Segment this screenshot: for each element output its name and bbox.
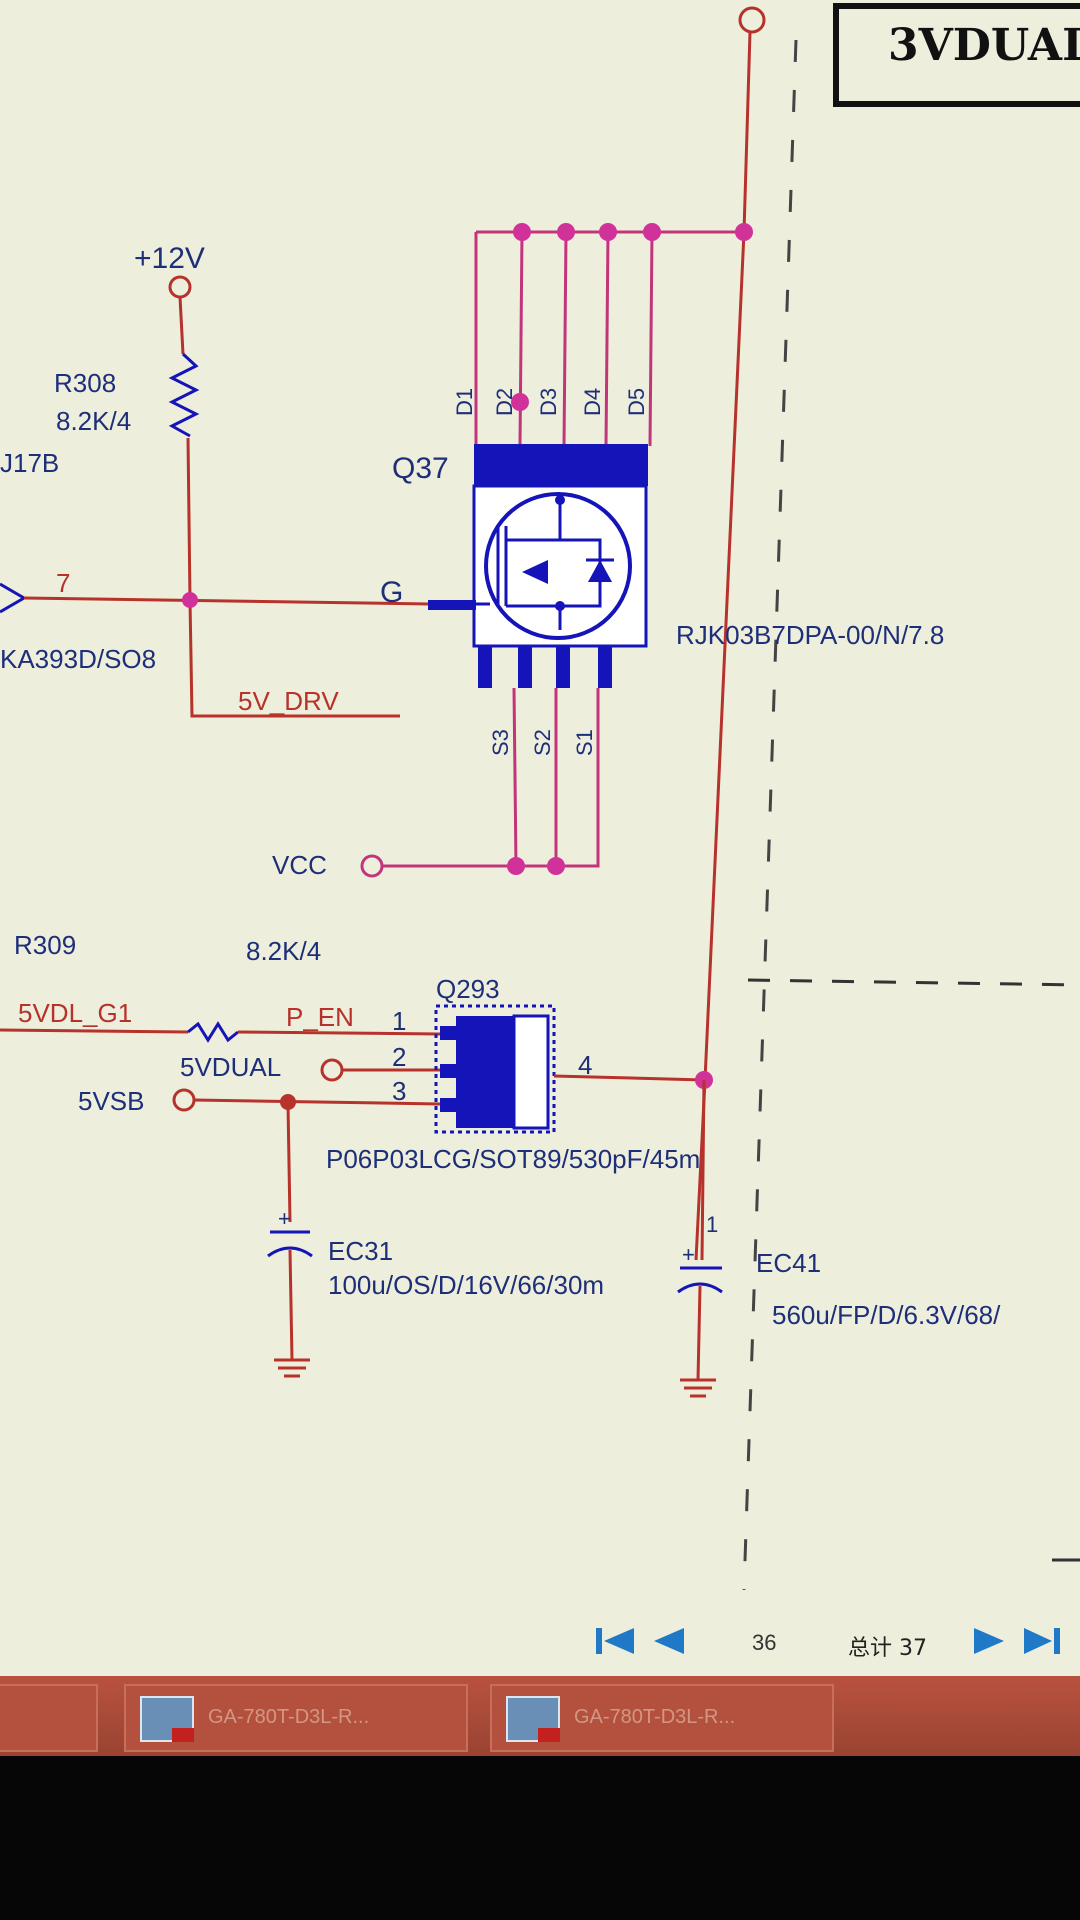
mosfet-q37[interactable]: D1 D2 D3 D4 D5 Q37 RJK03B7DPA-00/N/7.8 S… bbox=[392, 223, 944, 868]
q293-pin-3: 3 bbox=[392, 1076, 406, 1106]
net-label-5vdual: 5VDUAL bbox=[180, 1052, 281, 1082]
ec41-pin-1: 1 bbox=[706, 1212, 718, 1237]
q37-pin-s2: S2 bbox=[530, 729, 555, 756]
q37-pin-d4: D4 bbox=[580, 388, 605, 416]
previous-page-icon[interactable] bbox=[648, 1624, 692, 1658]
sheet-title: 3VDUAL bbox=[888, 20, 1080, 71]
q293-pin-1: 1 bbox=[392, 1006, 406, 1036]
ec41-value: 560u/FP/D/6.3V/68/ bbox=[772, 1300, 1001, 1330]
q37-part: RJK03B7DPA-00/N/7.8 bbox=[676, 620, 944, 650]
ec31-polarity: + bbox=[278, 1206, 291, 1231]
r308-value: 8.2K/4 bbox=[56, 406, 131, 436]
ec41-polarity: + bbox=[682, 1242, 695, 1267]
net-label-p-en: P_EN bbox=[286, 1002, 354, 1032]
q293-ref: Q293 bbox=[436, 974, 500, 1004]
junction-gate bbox=[182, 592, 198, 608]
ec31-value: 100u/OS/D/16V/66/30m bbox=[328, 1270, 604, 1300]
q37-pin-d3: D3 bbox=[536, 388, 561, 416]
taskbar-button-pdf-2[interactable]: GA-780T-D3L-R... bbox=[490, 1684, 834, 1752]
q37-pin-d2: D2 bbox=[492, 388, 517, 416]
net-connector-5vsb[interactable] bbox=[172, 1088, 196, 1112]
q37-pin-d5: D5 bbox=[624, 388, 649, 416]
net-5vdl-g1: 5VDL_G1 P_EN bbox=[0, 998, 441, 1043]
next-page-icon[interactable] bbox=[966, 1624, 1010, 1658]
net-label-12v: +12V bbox=[134, 242, 205, 275]
page-number[interactable]: 36 bbox=[752, 1630, 777, 1655]
page-total: 总计 37 bbox=[848, 1636, 927, 1661]
capacitor-ec31[interactable]: + EC31 100u/OS/D/16V/66/30m bbox=[267, 1103, 604, 1378]
q293-part: P06P03LCG/SOT89/530pF/45m bbox=[326, 1144, 700, 1174]
resistor-r309[interactable] bbox=[187, 1021, 239, 1043]
net-label-vcc: VCC bbox=[272, 850, 327, 880]
resistor-r308[interactable] bbox=[168, 352, 200, 438]
q37-pin-d1: D1 bbox=[452, 388, 477, 416]
q37-pin-s3: S3 bbox=[488, 729, 513, 756]
taskbar-label-2: GA-780T-D3L-R... bbox=[574, 1706, 736, 1728]
r309-value: 8.2K/4 bbox=[246, 936, 321, 966]
net-5vsb: 5VSB bbox=[78, 1086, 441, 1116]
screen-bezel bbox=[0, 1756, 1080, 1920]
ec41-ref: EC41 bbox=[756, 1248, 821, 1278]
schematic-canvas: 3VDUAL +12V R308 8.2K/4 J17B KA393D/SO8 … bbox=[0, 3, 1080, 1591]
q37-drain-labels: D1 D2 D3 D4 D5 bbox=[452, 388, 649, 416]
last-page-icon[interactable] bbox=[1020, 1624, 1064, 1658]
net-12v: +12V R308 8.2K/4 bbox=[54, 242, 400, 718]
capacitor-ec41[interactable]: 1 + EC41 560u/FP/D/6.3V/68/ bbox=[677, 1079, 1001, 1398]
sheet-title-box: 3VDUAL bbox=[833, 3, 1080, 107]
gate-net: G 5V_DRV bbox=[23, 576, 431, 716]
q293-pin-4: 4 bbox=[578, 1050, 592, 1080]
comparator-pin-7: 7 bbox=[56, 568, 70, 598]
comparator-output-arrow bbox=[0, 582, 27, 614]
taskbar: GA-780T-D3L-R... GA-780T-D3L-R... bbox=[0, 1676, 1080, 1756]
r309-ref: R309 bbox=[14, 930, 76, 960]
pdf-file-icon bbox=[140, 1696, 194, 1742]
left-part-label: J17B bbox=[0, 448, 59, 478]
pdf-file-icon bbox=[506, 1696, 560, 1742]
ec31-ref: EC31 bbox=[328, 1236, 393, 1266]
first-page-icon[interactable] bbox=[594, 1624, 638, 1658]
q37-gate-label: G bbox=[380, 576, 403, 609]
taskbar-label-1: GA-780T-D3L-R... bbox=[208, 1706, 370, 1728]
q37-pin-s1: S1 bbox=[572, 729, 597, 756]
page-navigation-bar: 36 总计 37 bbox=[0, 1610, 1080, 1690]
rail-3vdual bbox=[694, 6, 766, 1261]
r308-ref: R308 bbox=[54, 368, 116, 398]
q37-source-labels: S3 S2 S1 bbox=[488, 729, 597, 756]
region-boundary-vertical bbox=[742, 39, 798, 1591]
net-connector-12v[interactable] bbox=[168, 275, 192, 299]
q293-pin-2: 2 bbox=[392, 1042, 406, 1072]
region-boundary-horizontal bbox=[747, 978, 1080, 987]
net-connector-5vdual[interactable] bbox=[320, 1058, 344, 1082]
net-connector-vcc[interactable] bbox=[360, 854, 384, 878]
net-connector-3vdual[interactable] bbox=[738, 6, 766, 34]
net-label-5v-drv: 5V_DRV bbox=[238, 686, 339, 716]
net-vcc: VCC bbox=[272, 850, 565, 880]
net-label-5vsb: 5VSB bbox=[78, 1086, 145, 1116]
net-label-5vdl-g1: 5VDL_G1 bbox=[18, 998, 132, 1028]
taskbar-button-pdf-1[interactable]: GA-780T-D3L-R... bbox=[124, 1684, 468, 1752]
comparator-part: KA393D/SO8 bbox=[0, 644, 156, 674]
q37-ref: Q37 bbox=[392, 452, 449, 485]
mosfet-q293[interactable]: Q293 1 2 3 4 P06P03LCG/SOT89/530pF/45m bbox=[326, 974, 713, 1174]
net-5vdual: 5VDUAL bbox=[180, 1052, 440, 1082]
taskbar-button-overflow[interactable] bbox=[0, 1684, 98, 1752]
